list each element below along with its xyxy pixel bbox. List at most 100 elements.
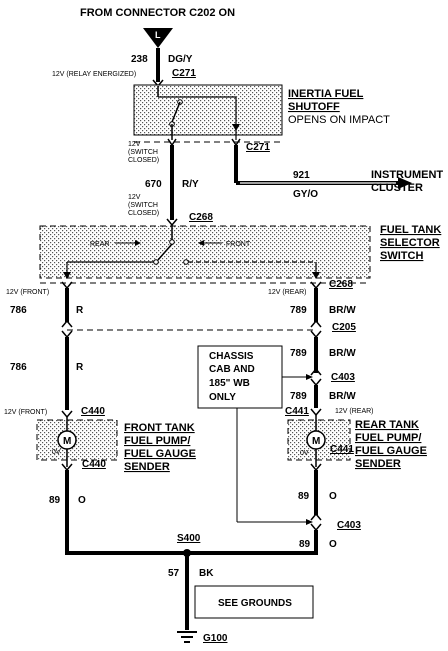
connector-c205: C205 — [332, 322, 356, 333]
rear-pump-title-3: FUEL GAUGE — [355, 445, 427, 457]
selector-voltage-1: 12V — [128, 194, 141, 201]
cluster-label-2: CLUSTER — [371, 182, 423, 194]
wire-789c-color: BR/W — [329, 391, 356, 402]
wire-786a-circuit: 786 — [10, 305, 27, 316]
wire-789a-circuit: 789 — [290, 305, 307, 316]
splice-s400: S400 — [177, 533, 201, 544]
front-pump-motor-letter: M — [63, 436, 71, 447]
wire-786b-circuit: 786 — [10, 362, 27, 373]
connector-c268-top: C268 — [189, 212, 213, 223]
chassis-note-3: 185" WB — [209, 378, 250, 389]
wire-89-rear2-circuit: 89 — [299, 539, 311, 550]
connector-c271-top: C271 — [172, 68, 196, 79]
chassis-note-1: CHASSIS — [209, 351, 254, 362]
selector-arrow-left — [63, 272, 71, 279]
selector-switch-box — [39, 225, 371, 279]
selector-pivot — [169, 239, 175, 245]
wire-89-front-circuit: 89 — [49, 495, 61, 506]
cluster-label-1: INSTRUMENT — [371, 169, 443, 181]
inertia-arrow-right — [232, 124, 240, 131]
rear-ground-voltage: 0V — [300, 450, 309, 457]
inertia-switch-title-2: SHUTOFF — [288, 101, 340, 113]
connector-c440-bottom: C440 — [82, 459, 106, 470]
chassis-pointer-head-bottom — [306, 519, 313, 525]
chassis-note-2: CAB AND — [209, 364, 255, 375]
connector-c271-bottom: C271 — [246, 142, 270, 153]
chevron-c403-top-a — [310, 367, 322, 376]
selector-voltage-2: (SWITCH — [128, 202, 158, 209]
front-pump-box — [36, 419, 118, 461]
connector-c403-bottom: C403 — [337, 520, 361, 531]
wire-789c-circuit: 789 — [290, 391, 307, 402]
rear-pump-title-2: FUEL PUMP/ — [355, 432, 421, 444]
inertia-switch-title-1: INERTIA FUEL — [288, 88, 364, 100]
switch-out-voltage-3: CLOSED) — [128, 157, 159, 164]
inertia-switch-blade — [171, 101, 181, 123]
connector-letter: L — [155, 30, 161, 40]
chassis-pointer-head-top — [306, 374, 313, 380]
wire-89-front-color: O — [78, 495, 86, 506]
relay-energized-voltage: 12V (RELAY ENERGIZED) — [52, 71, 136, 78]
selector-front-label: FRONT — [226, 241, 251, 248]
front-pump-title-2: FUEL PUMP/ — [124, 435, 190, 447]
inertia-switch-note: OPENS ON IMPACT — [288, 114, 390, 126]
rear-pump-title-1: REAR TANK — [355, 419, 419, 431]
connector-c440-top: C440 — [81, 406, 105, 417]
connector-c441-bottom: C441 — [330, 444, 354, 455]
wire-789b-circuit: 789 — [290, 348, 307, 359]
chassis-note-box — [197, 345, 283, 409]
front-pump-title-1: FRONT TANK — [124, 422, 195, 434]
see-grounds-box — [194, 585, 314, 619]
wire-921-arrow — [398, 177, 412, 189]
selector-contact-rear — [153, 259, 159, 265]
selector-voltage-3: CLOSED) — [128, 210, 159, 217]
ground-point-g100: G100 — [203, 633, 228, 644]
wire-921-color: GY/O — [293, 189, 318, 200]
switch-out-voltage-2: (SWITCH — [128, 149, 158, 156]
chassis-note-4: ONLY — [209, 392, 236, 403]
chevron-c205-right-a — [310, 319, 322, 328]
connector-c441-top: C441 — [285, 406, 309, 417]
front-arrow-head — [198, 240, 204, 246]
selector-contact-front — [183, 259, 189, 265]
chevron-c403-bottom-a — [310, 512, 322, 521]
chevron-c441-top — [310, 408, 322, 417]
wire-921-circuit: 921 — [293, 170, 310, 181]
front-pump-title-3: FUEL GAUGE — [124, 448, 196, 460]
inertia-switch-box — [133, 84, 283, 136]
rear-pump-motor-letter: M — [312, 436, 320, 447]
chevron-c205-right-b — [310, 330, 322, 339]
chevron-789-top — [310, 281, 322, 290]
connector-c268-bottom: C268 — [329, 279, 353, 290]
wire-89-rear-circuit: 89 — [298, 491, 310, 502]
selector-blade — [157, 243, 173, 261]
wire-670-circuit: 670 — [145, 179, 162, 190]
front-ground-voltage: 0V — [52, 449, 61, 456]
from-connector-label: FROM CONNECTOR C202 ON — [80, 7, 235, 19]
rear-arrow-head — [135, 240, 141, 246]
switch-out-voltage-1: 12V — [128, 141, 141, 148]
selector-arrow-right — [312, 272, 320, 279]
wire-238-circuit: 238 — [131, 54, 148, 65]
see-grounds-note: SEE GROUNDS — [218, 598, 292, 609]
selector-title-3: SWITCH — [380, 250, 423, 262]
wire-789b-color: BR/W — [329, 348, 356, 359]
rear-pump-title-4: SENDER — [355, 458, 401, 470]
wire-786b-color: R — [76, 362, 84, 373]
front-voltage-pump: 12V (FRONT) — [4, 409, 47, 416]
wire-670-color: R/Y — [182, 179, 199, 190]
front-voltage-out: 12V (FRONT) — [6, 289, 49, 296]
wire-89-rear2-color: O — [329, 539, 337, 550]
chevron-786-top — [61, 281, 73, 290]
wire-89-rear-color: O — [329, 491, 337, 502]
chevron-c403-top-b — [310, 378, 322, 387]
wire-789a-color: BR/W — [329, 305, 356, 316]
selector-title-2: SELECTOR — [380, 237, 440, 249]
connector-c202-symbol — [143, 28, 173, 48]
connector-c403-top: C403 — [331, 372, 355, 383]
chevron-c440-top — [61, 410, 73, 419]
chevron-c205-left-b — [61, 330, 73, 339]
rear-voltage-out: 12V (REAR) — [268, 289, 307, 296]
wire-238-color: DG/Y — [168, 54, 193, 65]
